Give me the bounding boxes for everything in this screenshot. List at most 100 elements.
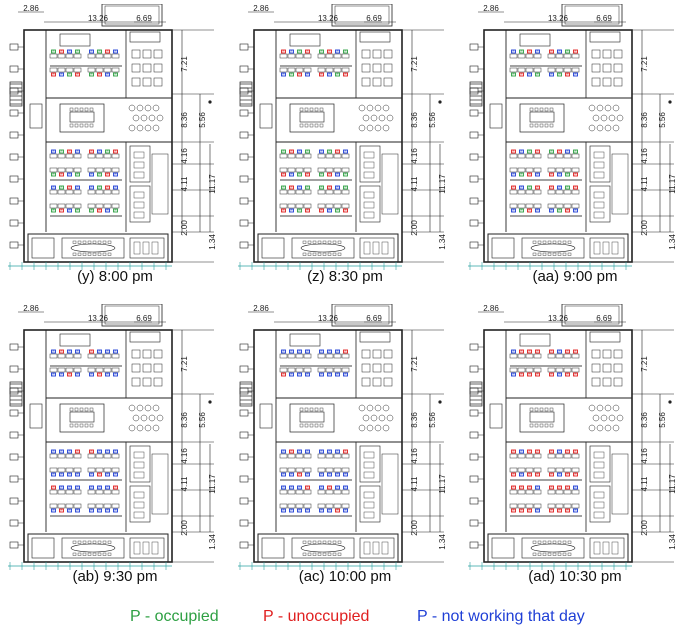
svg-text:P: P — [76, 150, 78, 154]
svg-text:P: P — [60, 450, 62, 454]
svg-text:P: P — [98, 173, 100, 177]
svg-text:P: P — [574, 186, 576, 190]
svg-text:P: P — [520, 373, 522, 377]
svg-text:P: P — [106, 450, 108, 454]
svg-text:P: P — [550, 486, 552, 490]
dimension-label: 1.34 — [208, 234, 217, 250]
svg-text:P: P — [98, 350, 100, 354]
dimension-label: 11.17 — [208, 174, 217, 194]
svg-text:P: P — [98, 450, 100, 454]
svg-text:P: P — [320, 509, 322, 513]
dimension-label: 13.26 — [88, 314, 109, 323]
svg-text:P: P — [328, 486, 330, 490]
svg-text:P: P — [344, 509, 346, 513]
svg-text:P: P — [106, 73, 108, 77]
svg-text:P: P — [290, 173, 292, 177]
dimension-label: 13.26 — [548, 14, 569, 23]
dimension-label: 8.36 — [640, 412, 649, 428]
svg-text:P: P — [90, 73, 92, 77]
svg-text:P: P — [558, 209, 560, 213]
svg-text:P: P — [98, 373, 100, 377]
svg-text:P: P — [114, 509, 116, 513]
svg-text:P: P — [512, 209, 514, 213]
dimension-label: 4.11 — [410, 176, 419, 192]
svg-text:P: P — [528, 186, 530, 190]
svg-text:P: P — [298, 473, 300, 477]
svg-text:P: P — [344, 486, 346, 490]
svg-text:P: P — [298, 350, 300, 354]
svg-text:P: P — [528, 209, 530, 213]
svg-text:P: P — [574, 73, 576, 77]
svg-text:P: P — [550, 73, 552, 77]
svg-text:P: P — [106, 209, 108, 213]
svg-text:P: P — [282, 186, 284, 190]
svg-text:P: P — [550, 509, 552, 513]
svg-text:P: P — [52, 73, 54, 77]
svg-text:P: P — [550, 373, 552, 377]
svg-text:P: P — [520, 509, 522, 513]
svg-text:P: P — [550, 473, 552, 477]
svg-text:P: P — [290, 486, 292, 490]
dimension-label: 4.16 — [640, 448, 649, 464]
dimension-label: 13.26 — [318, 14, 339, 23]
svg-text:P: P — [566, 450, 568, 454]
svg-text:P: P — [512, 150, 514, 154]
svg-text:P: P — [566, 186, 568, 190]
svg-text:P: P — [336, 150, 338, 154]
panel-caption: (ad) 10:30 pm — [528, 568, 622, 585]
svg-text:P: P — [566, 150, 568, 154]
svg-text:P: P — [114, 350, 116, 354]
svg-text:P: P — [60, 186, 62, 190]
svg-text:P: P — [328, 50, 330, 54]
panel-caption: (ac) 10:00 pm — [298, 568, 392, 585]
svg-text:P: P — [90, 150, 92, 154]
svg-text:P: P — [114, 486, 116, 490]
svg-text:P: P — [336, 450, 338, 454]
svg-text:P: P — [76, 173, 78, 177]
svg-text:P: P — [98, 209, 100, 213]
svg-text:P: P — [512, 50, 514, 54]
dimension-label: 4.11 — [640, 476, 649, 492]
svg-text:P: P — [528, 486, 530, 490]
svg-text:P: P — [574, 509, 576, 513]
svg-text:P: P — [574, 486, 576, 490]
svg-text:P: P — [76, 373, 78, 377]
svg-text:P: P — [566, 173, 568, 177]
svg-text:P: P — [536, 450, 538, 454]
svg-text:P: P — [114, 373, 116, 377]
svg-text:P: P — [512, 509, 514, 513]
svg-text:P: P — [320, 350, 322, 354]
svg-text:P: P — [520, 209, 522, 213]
svg-text:P: P — [520, 50, 522, 54]
svg-text:P: P — [536, 150, 538, 154]
svg-text:P: P — [558, 186, 560, 190]
svg-text:P: P — [328, 509, 330, 513]
svg-text:P: P — [306, 173, 308, 177]
svg-text:P: P — [298, 450, 300, 454]
svg-text:P: P — [76, 73, 78, 77]
legend-not-working: P - not working that day — [417, 608, 585, 625]
svg-text:P: P — [306, 73, 308, 77]
dimension-label: 13.26 — [88, 14, 109, 23]
svg-text:P: P — [574, 350, 576, 354]
svg-text:P: P — [536, 186, 538, 190]
svg-text:P: P — [344, 450, 346, 454]
svg-text:P: P — [344, 350, 346, 354]
svg-text:P: P — [512, 73, 514, 77]
svg-text:P: P — [90, 450, 92, 454]
svg-text:P: P — [528, 173, 530, 177]
svg-text:P: P — [76, 50, 78, 54]
svg-text:P: P — [60, 350, 62, 354]
svg-text:P: P — [106, 173, 108, 177]
svg-text:P: P — [90, 473, 92, 477]
dimension-label: 7.21 — [640, 356, 649, 372]
dimension-label: 4.16 — [180, 148, 189, 164]
svg-text:P: P — [290, 150, 292, 154]
svg-text:P: P — [574, 173, 576, 177]
svg-text:P: P — [306, 373, 308, 377]
svg-text:P: P — [328, 150, 330, 154]
svg-text:P: P — [68, 350, 70, 354]
